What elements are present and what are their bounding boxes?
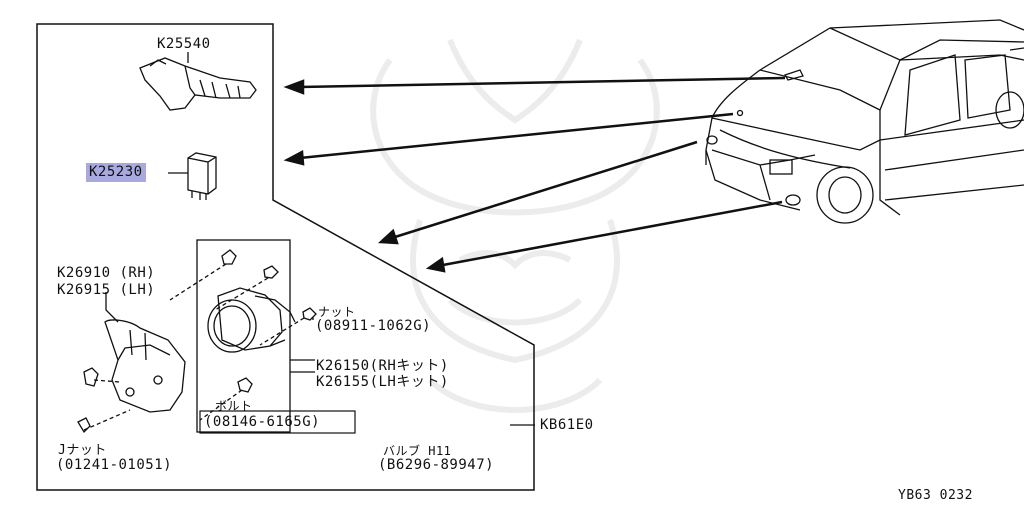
jnut-name-label: Jナット: [58, 443, 107, 458]
callout-frame: [36, 23, 535, 491]
nut-name-label: ナット: [318, 305, 356, 319]
vehicle-illustration: [705, 19, 1024, 224]
bulb-name-label: バルブ H11: [383, 444, 452, 458]
part-label-jnut[interactable]: (01241-01051): [56, 457, 173, 473]
part-label-bolt[interactable]: (08146-6165G): [204, 414, 321, 430]
part-label-k26155[interactable]: K26155(LHキット): [316, 374, 449, 390]
relay-illustration: [168, 152, 217, 200]
combination-switch-illustration: [139, 52, 257, 111]
part-label-k26915[interactable]: K26915 (LH): [57, 282, 156, 298]
bolt-name-label: ボルト: [215, 399, 253, 413]
part-label-bulb[interactable]: (B6296-89947): [378, 457, 495, 473]
watermark-emblem: [370, 38, 660, 413]
figure-code: YB63 0232: [898, 488, 973, 503]
part-label-k26910[interactable]: K26910 (RH): [57, 265, 156, 281]
pointer-arrows: [283, 76, 786, 273]
bolt-label-box: [199, 410, 356, 434]
part-label-k25230[interactable]: K25230: [86, 163, 146, 182]
fog-lamp-assembly-illustration: [77, 239, 535, 434]
part-label-kb61e0[interactable]: KB61E0: [540, 417, 594, 433]
part-label-k26150[interactable]: K26150(RHキット): [316, 358, 449, 374]
part-label-k25540[interactable]: K25540: [157, 36, 211, 52]
part-label-nut[interactable]: (08911-1062G): [315, 318, 432, 334]
